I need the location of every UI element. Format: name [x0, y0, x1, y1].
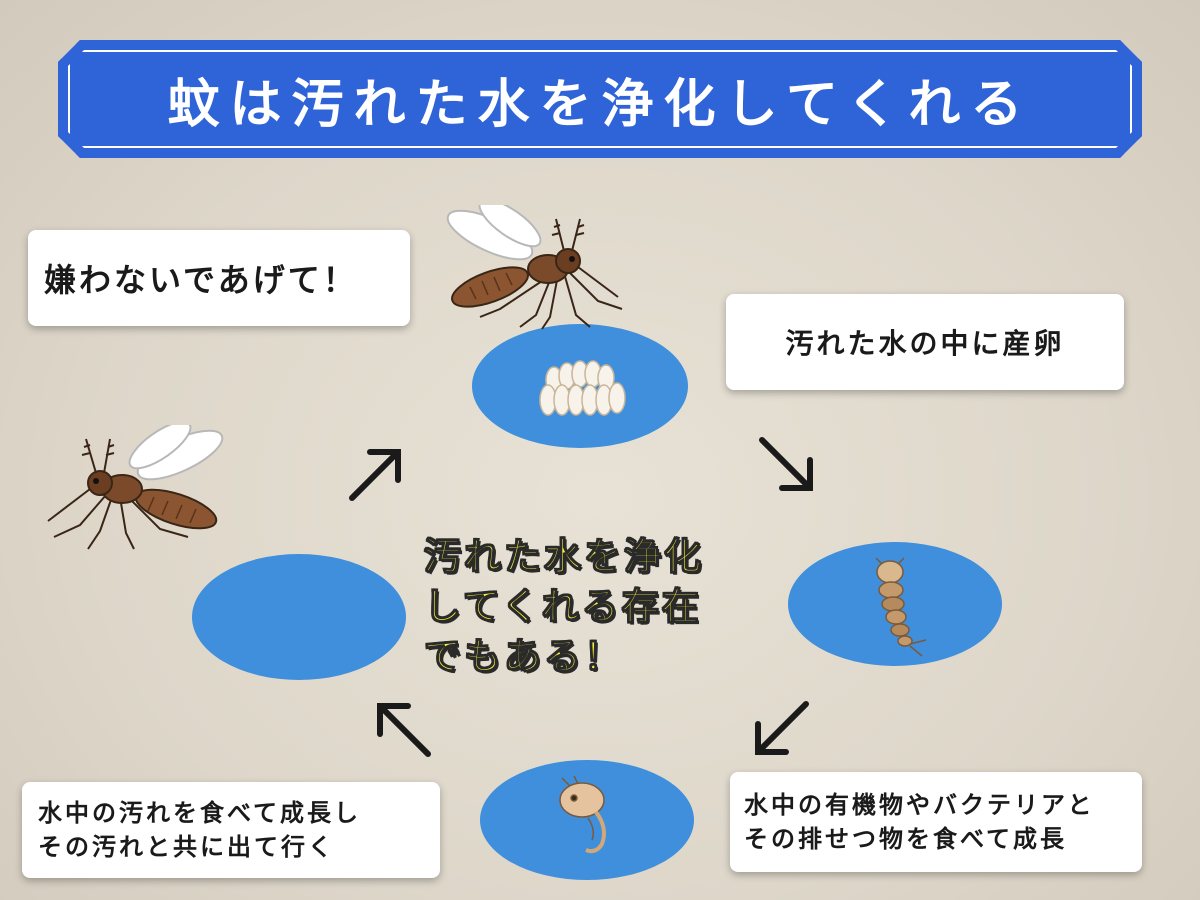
arrow-icon — [377, 703, 431, 757]
note-eat-grow-line1: 水中の汚れを食べて成長し — [38, 799, 362, 827]
note-eat-grow-line2: その汚れと共に出て行く — [38, 833, 335, 861]
pond-empty — [192, 554, 406, 680]
note-organics: 水中の有機物やバクテリアと その排せつ物を食べて成長 — [730, 772, 1142, 872]
pond-pupa — [480, 760, 694, 880]
note-organics-line1: 水中の有機物やバクテリアと — [744, 791, 1095, 819]
egg-cluster-icon — [539, 360, 626, 416]
pond-eggs — [472, 324, 688, 448]
note-dont-hate: 嫌わないであげて！ — [28, 230, 410, 326]
mosquito-icon — [446, 205, 623, 330]
arrow-icon — [759, 437, 813, 491]
note-organics-line2: その排せつ物を食べて成長 — [744, 825, 1068, 853]
arrow-icon — [755, 701, 809, 755]
pupa-icon — [559, 775, 606, 854]
center-message-line2: してくれる存在 — [423, 584, 702, 628]
note-dont-hate-text: 嫌わないであげて！ — [44, 261, 358, 299]
page-title: 蚊は汚れた水を浄化してくれる — [167, 74, 1033, 135]
mosquito-icon — [47, 425, 224, 550]
center-message: 汚れた水を浄化 してくれる存在 でもある！ — [423, 532, 794, 682]
center-message-line1: 汚れた水を浄化 — [423, 534, 704, 578]
title-banner: 蚊は汚れた水を浄化してくれる — [58, 40, 1142, 158]
note-eat-grow: 水中の汚れを食べて成長し その汚れと共に出て行く — [22, 782, 440, 878]
arrow-icon — [349, 449, 401, 501]
title-banner-inner: 蚊は汚れた水を浄化してくれる — [68, 50, 1132, 148]
note-lay-eggs-text: 汚れた水の中に産卵 — [785, 327, 1065, 360]
larva-icon — [875, 557, 927, 657]
pond-larva — [788, 542, 1002, 666]
center-message-line3: でもある！ — [423, 634, 624, 678]
note-lay-eggs: 汚れた水の中に産卵 — [726, 294, 1124, 390]
